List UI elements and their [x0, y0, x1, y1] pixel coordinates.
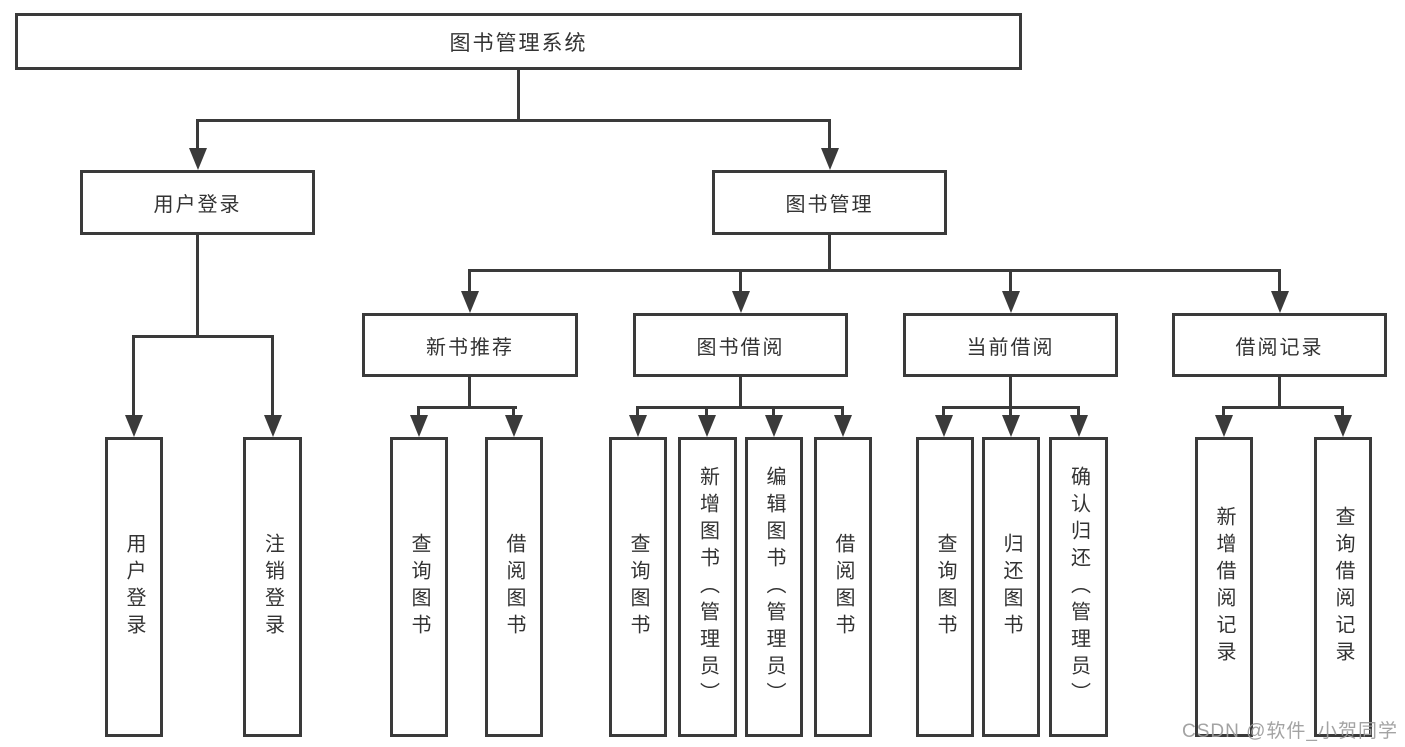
- connector-line: [828, 119, 831, 150]
- node-root-label: 图书管理系统: [449, 31, 588, 55]
- leaf-logout-login: 注销登录: [243, 437, 302, 737]
- leaf-add-book-admin-label: 新增图书（管理员）: [696, 465, 719, 709]
- leaf-add-book-admin: 新增图书（管理员）: [678, 437, 737, 737]
- leaf-return-book-label: 归还图书: [1000, 533, 1022, 641]
- leaf-add-borrow-record: 新增借阅记录: [1195, 437, 1253, 737]
- node-borrow-records: 借阅记录: [1172, 313, 1387, 377]
- leaf-edit-book-admin-label: 编辑图书（管理员）: [763, 465, 785, 709]
- node-current-borrow-label: 当前借阅: [966, 336, 1055, 359]
- connector-arrow: [629, 415, 647, 437]
- connector-arrow: [732, 291, 750, 313]
- connector-arrow: [1002, 415, 1020, 437]
- leaf-recommend-query-books: 查询图书: [390, 437, 448, 737]
- node-new-book-recommend: 新书推荐: [362, 313, 578, 377]
- connector-line: [841, 406, 844, 418]
- connector-line: [705, 406, 708, 418]
- connector-arrow: [410, 415, 428, 437]
- leaf-add-borrow-record-label: 新增借阅记录: [1213, 506, 1235, 668]
- connector-line: [1222, 406, 1225, 418]
- leaf-confirm-return-admin-label: 确认归还（管理员）: [1067, 465, 1090, 709]
- connector-line: [1077, 406, 1080, 418]
- connector-arrow: [765, 415, 783, 437]
- connector-line: [196, 119, 831, 122]
- connector-arrow: [834, 415, 852, 437]
- node-book-borrow: 图书借阅: [633, 313, 848, 377]
- node-current-borrow: 当前借阅: [903, 313, 1118, 377]
- connector-line: [739, 269, 742, 294]
- leaf-current-query-books-label: 查询图书: [934, 533, 956, 641]
- connector-line: [772, 406, 775, 418]
- connector-line: [739, 377, 742, 409]
- leaf-logout-login-label: 注销登录: [261, 533, 284, 641]
- leaf-return-book: 归还图书: [982, 437, 1040, 737]
- leaf-query-borrow-record-label: 查询借阅记录: [1332, 506, 1354, 668]
- connector-line: [468, 269, 471, 294]
- leaf-confirm-return-admin: 确认归还（管理员）: [1049, 437, 1108, 737]
- leaf-recommend-borrow-books: 借阅图书: [485, 437, 543, 737]
- node-book-borrow-label: 图书借阅: [696, 336, 785, 359]
- connector-line: [636, 406, 844, 409]
- connector-arrow: [505, 415, 523, 437]
- leaf-user-login-label: 用户登录: [123, 533, 145, 641]
- connector-arrow: [821, 148, 839, 170]
- connector-line: [1009, 377, 1012, 417]
- leaf-recommend-query-books-label: 查询图书: [408, 533, 430, 641]
- leaf-borrow-query-books-label: 查询图书: [627, 533, 649, 641]
- leaf-borrow-borrow-books-label: 借阅图书: [832, 533, 854, 641]
- leaf-borrow-borrow-books: 借阅图书: [814, 437, 872, 737]
- connector-line: [417, 406, 517, 409]
- connector-line: [1341, 406, 1344, 418]
- connector-line: [468, 269, 1281, 272]
- connector-line: [196, 119, 199, 150]
- connector-line: [132, 335, 135, 417]
- connector-line: [196, 235, 199, 338]
- node-book-management-label: 图书管理: [785, 194, 874, 216]
- watermark: CSDN @软件_小贺同学: [1182, 721, 1398, 742]
- connector-line: [636, 406, 639, 418]
- connector-line: [132, 335, 274, 338]
- connector-line: [271, 335, 274, 417]
- node-root: 图书管理系统: [15, 13, 1022, 70]
- connector-line: [1278, 377, 1281, 409]
- connector-line: [942, 406, 1080, 409]
- connector-arrow: [1215, 415, 1233, 437]
- connector-line: [1278, 269, 1281, 294]
- connector-line: [1222, 406, 1344, 409]
- connector-arrow: [461, 291, 479, 313]
- leaf-edit-book-admin: 编辑图书（管理员）: [745, 437, 803, 737]
- connector-line: [942, 406, 945, 418]
- connector-arrow: [935, 415, 953, 437]
- leaf-recommend-borrow-books-label: 借阅图书: [503, 533, 525, 641]
- connector-arrow: [1002, 291, 1020, 313]
- connector-arrow: [264, 415, 282, 437]
- connector-line: [512, 406, 515, 418]
- connector-line: [468, 377, 471, 409]
- connector-arrow: [125, 415, 143, 437]
- connector-line: [1009, 269, 1012, 294]
- connector-line: [417, 406, 420, 418]
- leaf-query-borrow-record: 查询借阅记录: [1314, 437, 1372, 737]
- node-user-login-label: 用户登录: [153, 194, 242, 216]
- leaf-borrow-query-books: 查询图书: [609, 437, 667, 737]
- connector-line: [517, 70, 520, 122]
- connector-line: [828, 235, 831, 272]
- node-book-management: 图书管理: [712, 170, 947, 235]
- connector-arrow: [1334, 415, 1352, 437]
- connector-arrow: [189, 148, 207, 170]
- connector-arrow: [1070, 415, 1088, 437]
- leaf-user-login: 用户登录: [105, 437, 163, 737]
- node-user-login: 用户登录: [80, 170, 315, 235]
- node-borrow-records-label: 借阅记录: [1235, 336, 1324, 359]
- node-new-book-recommend-label: 新书推荐: [426, 336, 514, 359]
- leaf-current-query-books: 查询图书: [916, 437, 974, 737]
- connector-arrow: [698, 415, 716, 437]
- connector-arrow: [1271, 291, 1289, 313]
